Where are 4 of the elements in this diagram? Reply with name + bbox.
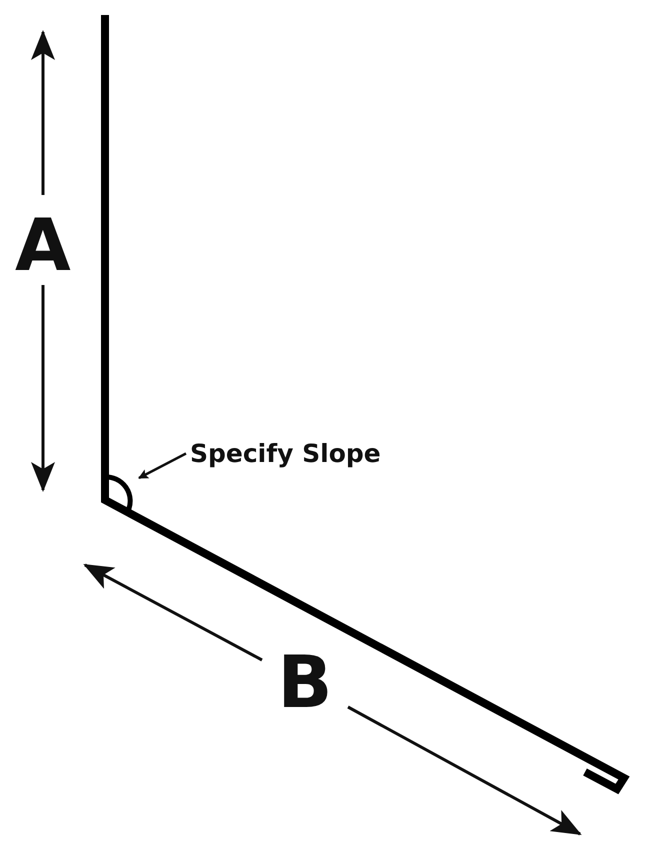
dimension-label: B: [278, 646, 332, 718]
leader-line: [138, 452, 187, 480]
dimension-label: A: [15, 209, 71, 281]
callout-text: Specify Slope: [190, 441, 381, 466]
